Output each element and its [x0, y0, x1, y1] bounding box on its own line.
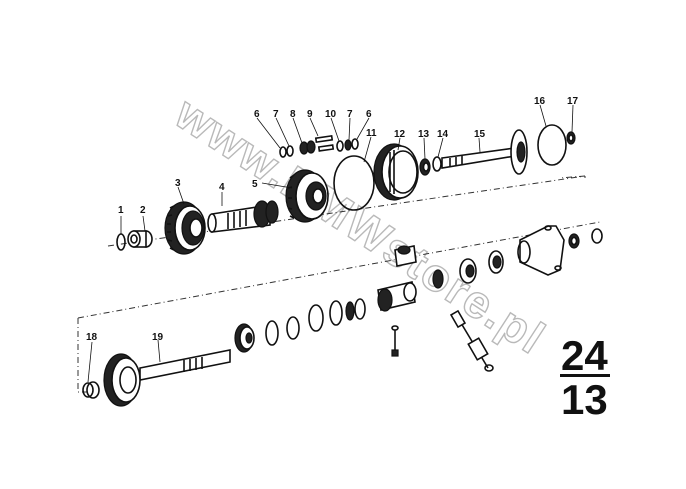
part-14-washer — [432, 156, 442, 172]
lower-ring-2 — [286, 316, 300, 340]
part-3-gear — [164, 201, 206, 255]
part-7-ring-b — [344, 139, 352, 151]
part-19-drum-shaft — [103, 349, 231, 407]
lower-bolt — [391, 325, 399, 357]
part-7-ring — [286, 145, 294, 157]
part-5-clutch-drum — [285, 169, 329, 223]
part-4-input-shaft — [207, 200, 279, 233]
part-16-snap-ring — [537, 124, 567, 166]
callout-5: 5 — [252, 179, 258, 190]
callout-14: 14 — [437, 129, 449, 140]
callout-19: 19 — [152, 332, 164, 343]
part-1-snap-ring — [116, 233, 126, 251]
lower-ring-5 — [345, 301, 355, 321]
reference-divider — [560, 374, 610, 377]
callout-13: 13 — [418, 129, 430, 140]
callout-6b: 6 — [366, 109, 372, 120]
callout-7: 7 — [273, 109, 279, 120]
reference-group-number: 24 — [561, 332, 608, 379]
lower-right-bearings — [432, 250, 504, 289]
callout-3: 3 — [175, 178, 181, 189]
callout-17: 17 — [567, 96, 579, 107]
lower-ring-1 — [265, 320, 279, 346]
lower-row-parts — [82, 225, 603, 407]
lower-ring-6 — [354, 298, 366, 320]
part-17-ring — [566, 131, 576, 145]
part-10-ring — [336, 140, 344, 152]
callout-4: 4 — [219, 182, 225, 193]
callout-15: 15 — [474, 129, 486, 140]
lower-end-rings — [568, 228, 603, 249]
part-9-pin — [314, 135, 335, 152]
reference-subgroup-number: 13 — [561, 376, 608, 423]
part-6-washer — [279, 146, 287, 158]
part-13-bearing — [419, 158, 431, 176]
part-6-washer-b — [351, 138, 359, 150]
callout-2: 2 — [140, 205, 146, 216]
callout-6: 6 — [254, 109, 260, 120]
lower-output-flange — [517, 225, 565, 276]
callout-9: 9 — [307, 109, 313, 120]
lower-valve — [449, 309, 494, 372]
part-2-bushing — [127, 230, 153, 248]
upper-row-parts — [116, 124, 576, 255]
callout-12: 12 — [394, 129, 406, 140]
callout-10: 10 — [325, 109, 337, 120]
callout-11: 11 — [366, 128, 377, 139]
lower-ring-4 — [329, 300, 343, 326]
parts-6-to-10-small-components — [279, 135, 359, 158]
callout-18: 18 — [86, 332, 98, 343]
part-8-spring — [299, 140, 316, 155]
callout-16: 16 — [534, 96, 546, 107]
lower-bearing — [234, 323, 255, 353]
part-11-snap-ring — [333, 155, 375, 211]
lower-ring-3 — [308, 304, 324, 332]
group-reference: 24 13 — [560, 332, 610, 423]
lower-governor-body — [377, 245, 417, 312]
leader-lines — [87, 104, 574, 383]
callout-labels: 1 2 3 4 5 6 7 8 9 10 7 6 11 12 13 14 15 … — [86, 96, 579, 343]
callout-7b: 7 — [347, 109, 353, 120]
callout-1: 1 — [118, 205, 124, 216]
part-12-ring-gear — [373, 143, 419, 201]
part-15-output-shaft — [441, 129, 528, 175]
callout-8: 8 — [290, 109, 296, 120]
part-18-ring — [82, 381, 100, 399]
